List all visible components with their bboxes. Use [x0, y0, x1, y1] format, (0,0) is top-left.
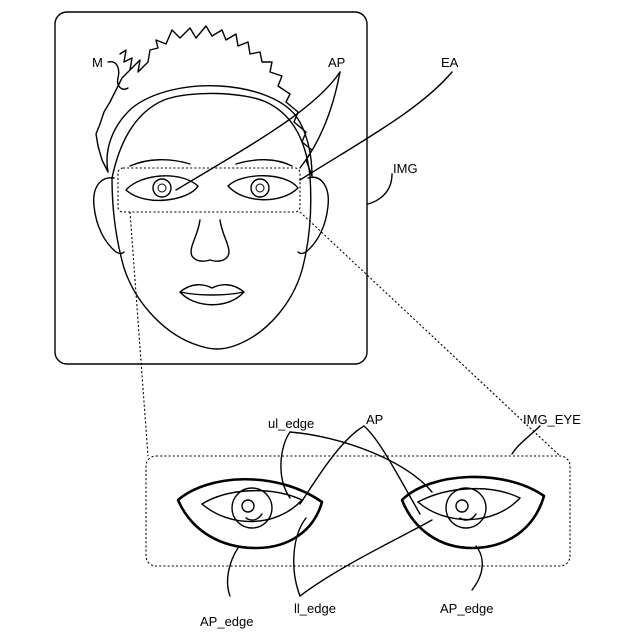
leader-AP-edge-right: [472, 546, 482, 590]
label-EA: EA: [441, 55, 459, 70]
label-ul-edge: ul_edge: [268, 416, 314, 431]
label-IMG: IMG: [393, 161, 418, 176]
right-eye-iris: [251, 179, 269, 197]
zoomed-left-eye-outer: [178, 479, 322, 548]
right-ear: [298, 177, 328, 253]
left-eye-pupil: [158, 184, 166, 192]
label-AP-bottom: AP: [366, 412, 383, 427]
leader-AP-edge-left: [228, 548, 238, 596]
leader-ul-edge-right: [290, 432, 432, 492]
label-M: M: [92, 55, 103, 70]
nose: [191, 220, 229, 261]
projection-line-left: [130, 212, 148, 456]
label-IMG-EYE: IMG_EYE: [523, 412, 581, 427]
left-eyebrow: [130, 160, 190, 166]
leader-AP-top-left: [176, 72, 340, 190]
zoomed-right-pupil: [456, 500, 468, 512]
left-eye-iris: [153, 179, 171, 197]
leader-IMG: [368, 174, 392, 204]
label-ll-edge: ll_edge: [294, 601, 336, 616]
face-outline: [112, 93, 311, 349]
zoomed-right-iris: [446, 488, 486, 528]
label-AP-top: AP: [328, 55, 345, 70]
upper-lip: [180, 285, 244, 295]
eye-area-box: [118, 168, 300, 212]
left-ear: [94, 178, 124, 254]
zoomed-right-upper-lid: [418, 489, 520, 502]
leader-AP-bottom-right: [364, 426, 420, 514]
zoomed-right-eye-outer: [402, 477, 544, 548]
hair-outline: [96, 26, 312, 176]
zoomed-right-lower-lid: [418, 498, 520, 520]
face-illustration: [94, 26, 329, 349]
leader-ul-edge-left: [281, 432, 290, 498]
zoomed-right-eye: [402, 477, 544, 548]
eye-image-box: [146, 456, 570, 566]
label-AP-edge-left: AP_edge: [200, 614, 254, 629]
right-eye-pupil: [256, 184, 264, 192]
leader-ll-edge-right: [300, 520, 432, 596]
projection-line-right: [300, 212, 560, 456]
leader-IMG-EYE: [512, 426, 540, 454]
zoomed-left-pupil: [242, 500, 254, 512]
zoomed-left-eye: [178, 479, 322, 548]
zoomed-left-reflection: [246, 514, 262, 520]
label-AP-edge-right: AP_edge: [440, 601, 494, 616]
leader-AP-bottom-left: [300, 426, 364, 504]
right-eyebrow: [236, 160, 292, 166]
leader-EA: [300, 72, 452, 180]
